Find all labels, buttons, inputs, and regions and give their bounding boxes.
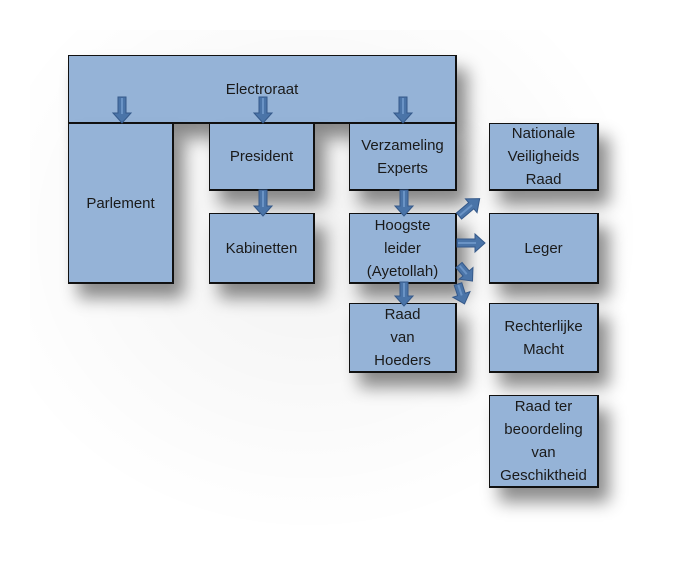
node-leider: Hoogste leider (Ayetollah) [349, 213, 457, 284]
node-electoraat: Electroraat [68, 55, 457, 124]
node-label: President [229, 148, 294, 165]
node-beoordeling: Raad ter beoordeling van Geschiktheid [489, 395, 599, 488]
node-kabinetten: Kabinetten [209, 213, 315, 284]
node-label: Kabinetten [225, 239, 298, 257]
node-parlement: Parlement [68, 123, 174, 284]
node-label: Leger [524, 239, 563, 257]
node-experts: Verzameling Experts [349, 123, 457, 191]
node-label: Nationale Veiligheids Raad [507, 125, 580, 188]
node-label: Raad van Hoeders [374, 306, 431, 369]
node-label: Hoogste leider (Ayetollah) [366, 216, 439, 280]
node-hoeders: Raad van Hoeders [349, 303, 457, 373]
node-label: Rechterlijke Macht [504, 317, 583, 358]
node-label: Raad ter beoordeling van Geschiktheid [500, 398, 587, 484]
node-label: Verzameling Experts [361, 136, 444, 177]
node-leger: Leger [489, 213, 599, 284]
node-veiligheid: Nationale Veiligheids Raad [489, 123, 599, 191]
node-label: Electroraat [225, 80, 299, 98]
node-president: President [209, 123, 315, 191]
node-rechterlijk: Rechterlijke Macht [489, 303, 599, 373]
node-label: Parlement [86, 194, 155, 212]
